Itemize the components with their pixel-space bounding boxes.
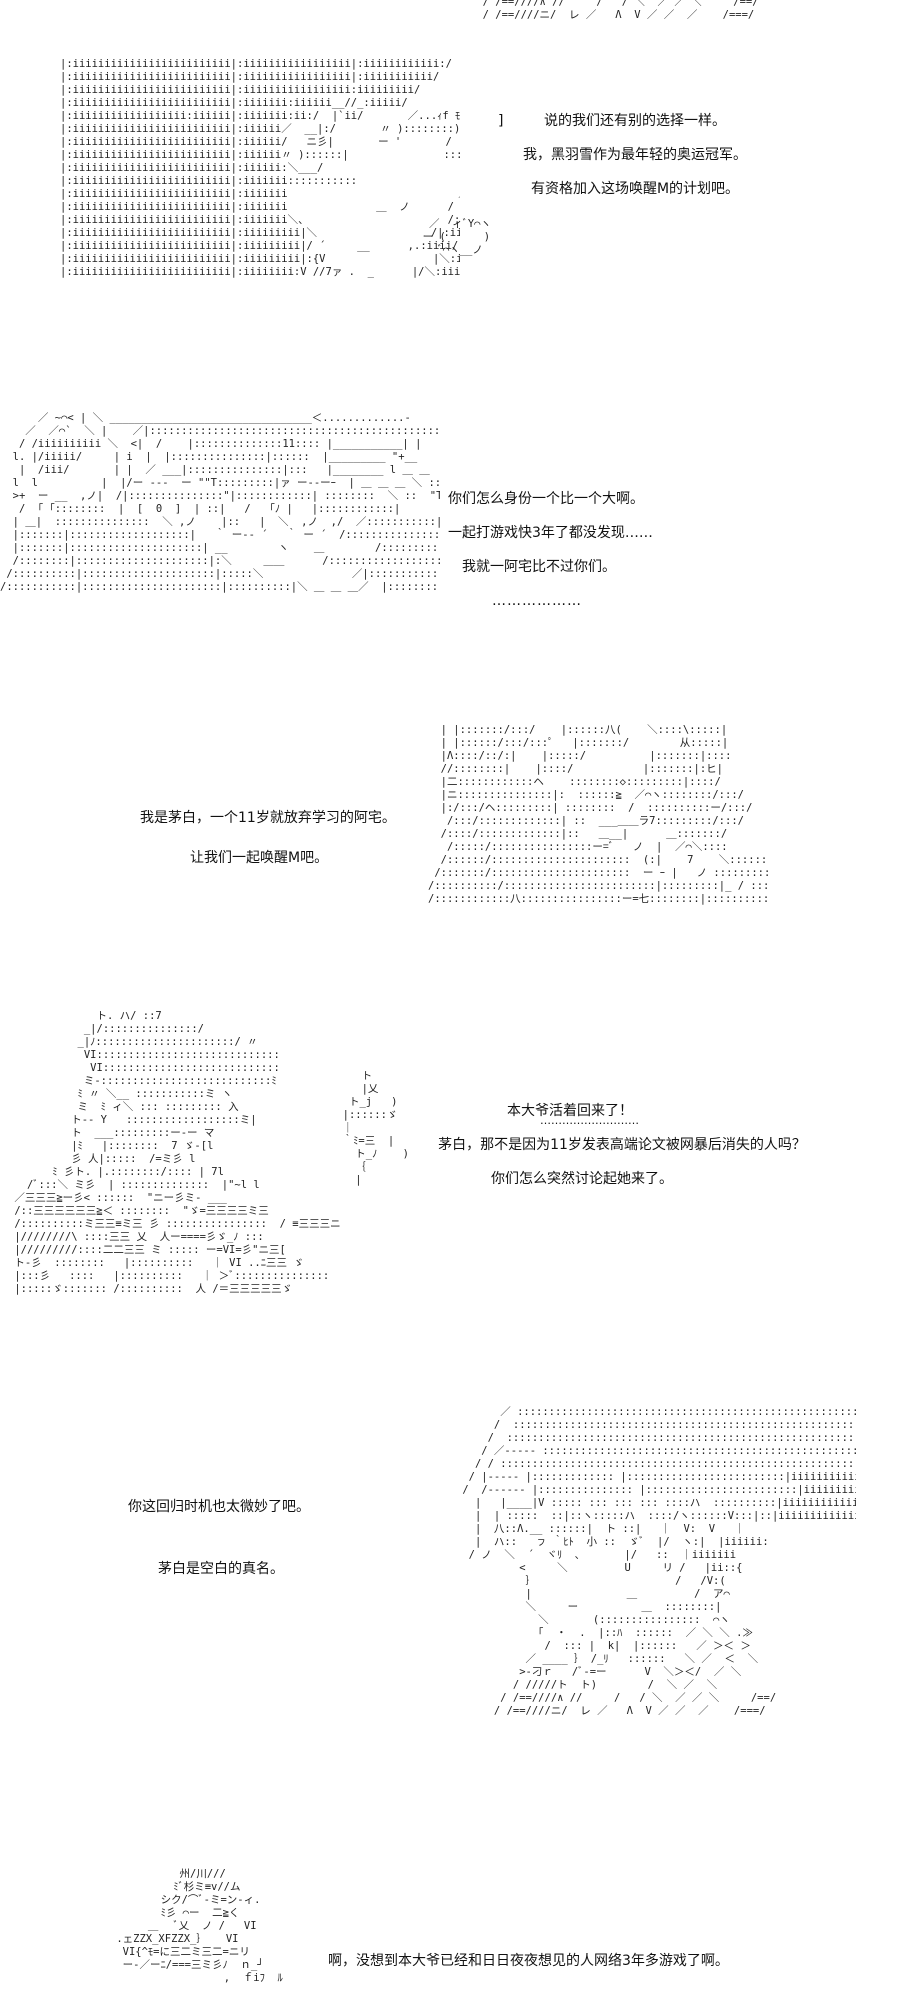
dialogue-line: 我是茅白，一个11岁就放弃学习的阿宅。 xyxy=(140,810,396,826)
dialogue-dots: ……………………… xyxy=(540,1114,639,1127)
dialogue-line: 一起打游戏快3年了都没发现…… xyxy=(448,525,653,541)
ascii-art-character-reveal: ／ ::::::::::::::::::::::::::::::::::::::… xyxy=(462,1406,856,1717)
ascii-art-character-boss: ト. ハ/ ::7 _|/:::::::::::::::/ _|ﾉ:::::::… xyxy=(14,1010,341,1295)
dialogue-line: 本大爷活着回来了！ xyxy=(507,1103,633,1119)
dialogue-ellipsis: ……………… xyxy=(492,593,582,609)
dialogue-box-4: 你这回归时机也太微妙了吧。 茅白是空白的真名。 xyxy=(128,1476,408,1600)
dialogue-box-2: 我是茅白，一个11岁就放弃学习的阿宅。 让我们一起唤醒M吧。 xyxy=(140,798,440,878)
panel-1: ／ ~⌒< | ＼ ______________________________… xyxy=(0,400,900,700)
dialogue-line: 你们怎么身份一个比一个大啊。 xyxy=(448,491,644,507)
dialogue-bracket: ] xyxy=(498,113,504,129)
panel-2: 我是茅白，一个11岁就放弃学习的阿宅。 让我们一起唤醒M吧。 | |::::::… xyxy=(0,710,900,1010)
dialogue-box-5: 啊，没想到本大爷已经和日日夜夜想见的人网络3年多游戏了啊。 xyxy=(328,1944,828,1978)
ascii-art-group-characters: ／ ~⌒< | ＼ ______________________________… xyxy=(0,412,440,593)
panel-5: 州/川/// ﾐﾞ杉ミ≡v//ム シク/⌒ﾞ-ミ=ン-ィ. ﾐ彡 ⌒ー 二≧く … xyxy=(0,1868,900,2000)
ascii-art-character-maobai: | |:::::::/:::/ |::::::八( ＼::::\:::::| |… xyxy=(428,724,768,905)
dialogue-line: 我，黑羽雪作为最年轻的奥运冠军。 xyxy=(523,147,747,163)
dialogue-line: 我就一阿宅比不过你们。 xyxy=(462,559,616,575)
dialogue-line: 茅白是空白的真名。 xyxy=(158,1561,284,1577)
ascii-art-side-figure: ト |乂 ト_j ) |::::::ゞ ｜ ｀ﾐ=三 | ト_ﾉ ) ｛ | xyxy=(342,1070,409,1186)
dialogue-line: 你这回归时机也太微妙了吧。 xyxy=(128,1499,310,1515)
ascii-art-character-blackfeather: |:iiiiiiiiiiiiiiiiiiiiiiiii|:iiiiiiiiiii… xyxy=(60,58,460,278)
ascii-art-thought-bubble: ／ ィﾞY⌒ヽ ー ( ) ﾞ⌒ヽ__ノ xyxy=(422,218,492,256)
ascii-art-fragment-top: / /==////∧ // / / ＼ ／ ／ ＼ /==/ / /==////… xyxy=(482,0,759,21)
dialogue-line: 让我们一起唤醒M吧。 xyxy=(190,850,329,866)
dialogue-line: 你们怎么突然讨论起她来了。 xyxy=(491,1171,673,1187)
dialogue-box-3: 本大爷活着回来了！ ……………………… 茅白，那不是因为11岁发表高端论文被网暴… xyxy=(392,1094,852,1196)
dialogue-box-0: 说的我们还有别的选择一样。 我，黑羽雪作为最年轻的奥运冠军。 有资格加入这场唤醒… xyxy=(490,104,780,206)
panel-3: ト. ハ/ ::7 _|/:::::::::::::::/ _|ﾉ:::::::… xyxy=(0,1010,900,1380)
panel-4: 你这回归时机也太微妙了吧。 茅白是空白的真名。 ／ ::::::::::::::… xyxy=(0,1400,900,1890)
dialogue-line: 茅白，那不是因为11岁发表高端论文被网暴后消失的人吗？ xyxy=(438,1137,806,1153)
dialogue-line: 说的我们还有别的选择一样。 xyxy=(544,113,726,129)
dialogue-line: 啊，没想到本大爷已经和日日夜夜想见的人网络3年多游戏了啊。 xyxy=(328,1953,729,1969)
panel-0: / /==////∧ // / / ＼ ／ ／ ＼ /==/ / /==////… xyxy=(0,0,900,390)
dialogue-line: 有资格加入这场唤醒M的计划吧。 xyxy=(530,181,740,197)
dialogue-box-1: 你们怎么身份一个比一个大啊。 一起打游戏快3年了都没发现…… 我就一阿宅比不过你… xyxy=(448,482,768,618)
ascii-art-character-boss-bottom: 州/川/// ﾐﾞ杉ミ≡v//ム シク/⌒ﾞ-ミ=ン-ィ. ﾐ彡 ⌒ー 二≧く … xyxy=(116,1868,283,1984)
